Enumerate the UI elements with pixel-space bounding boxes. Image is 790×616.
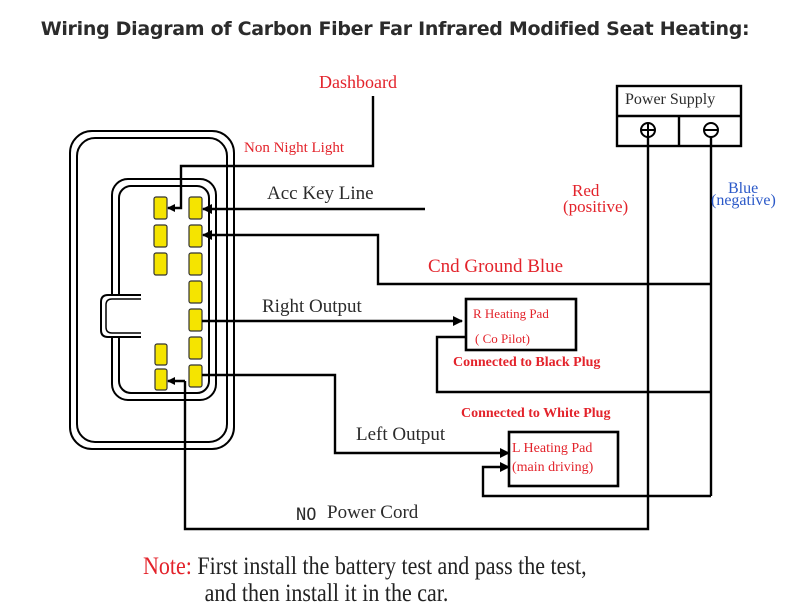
- connector-housing: [111, 178, 217, 401]
- wire-power-cord: [183, 136, 650, 531]
- note-line-2: and then install it in the car.: [204, 580, 449, 607]
- connector-latch: [100, 294, 141, 338]
- l-pad-subtitle: (main driving): [512, 460, 594, 475]
- label-no-prefix: NO: [296, 505, 317, 525]
- label-power-cord: Power Cord: [327, 502, 419, 523]
- wire-left-output: [202, 373, 510, 458]
- installation-note: Note: First install the battery test and…: [143, 553, 587, 607]
- switch-housing: [69, 130, 235, 450]
- pin-left-3: [153, 252, 168, 276]
- pin-left-4: [154, 343, 168, 366]
- plus-terminal-icon: [640, 122, 656, 138]
- l-heating-pad-box: [507, 430, 620, 488]
- label-connected-white-plug: Connected to White Plug: [461, 406, 611, 421]
- label-left-output: Left Output: [356, 424, 446, 445]
- r-pad-subtitle: ( Co Pilot): [475, 331, 530, 346]
- minus-terminal-icon: [703, 122, 719, 138]
- power-supply-label: Power Supply: [625, 91, 716, 108]
- r-pad-title: R Heating Pad: [473, 306, 549, 321]
- wire-ground: [202, 230, 711, 286]
- pin-left-1: [153, 196, 168, 220]
- wire-l-pad-return: [481, 462, 711, 498]
- wire-dashboard: [167, 96, 375, 212]
- pin-left-2: [153, 224, 168, 248]
- pin-left-5: [154, 368, 168, 391]
- wire-r-pad-return: [435, 335, 711, 394]
- label-connected-black-plug: Connected to Black Plug: [453, 355, 601, 370]
- label-cnd-ground-blue: Cnd Ground Blue: [428, 256, 564, 277]
- label-right-output: Right Output: [262, 296, 362, 317]
- pin-right-6: [188, 336, 203, 360]
- pin-right-4: [188, 280, 203, 304]
- r-heating-pad-box: [464, 297, 578, 352]
- note-prefix: Note:: [143, 553, 192, 580]
- pin-right-2: [188, 224, 203, 248]
- connector-pins: [153, 196, 203, 391]
- note-line-1: First install the battery test and pass …: [197, 553, 587, 580]
- power-supply-box: [615, 84, 743, 148]
- pin-right-1: [188, 196, 203, 220]
- l-pad-title: L Heating Pad: [512, 441, 593, 456]
- pin-right-5: [188, 308, 203, 332]
- pin-right-7: [188, 364, 203, 388]
- label-red: Red: [572, 181, 600, 200]
- label-non-night-light: Non Night Light: [244, 140, 344, 156]
- label-acc-key-line: Acc Key Line: [267, 183, 374, 204]
- diagram-title: Wiring Diagram of Carbon Fiber Far Infra…: [40, 18, 750, 40]
- label-dashboard: Dashboard: [319, 72, 397, 92]
- label-positive: (positive): [563, 197, 629, 216]
- label-blue: Blue: [728, 180, 759, 197]
- pin-right-3: [188, 252, 203, 276]
- label-negative: (negative): [711, 192, 776, 209]
